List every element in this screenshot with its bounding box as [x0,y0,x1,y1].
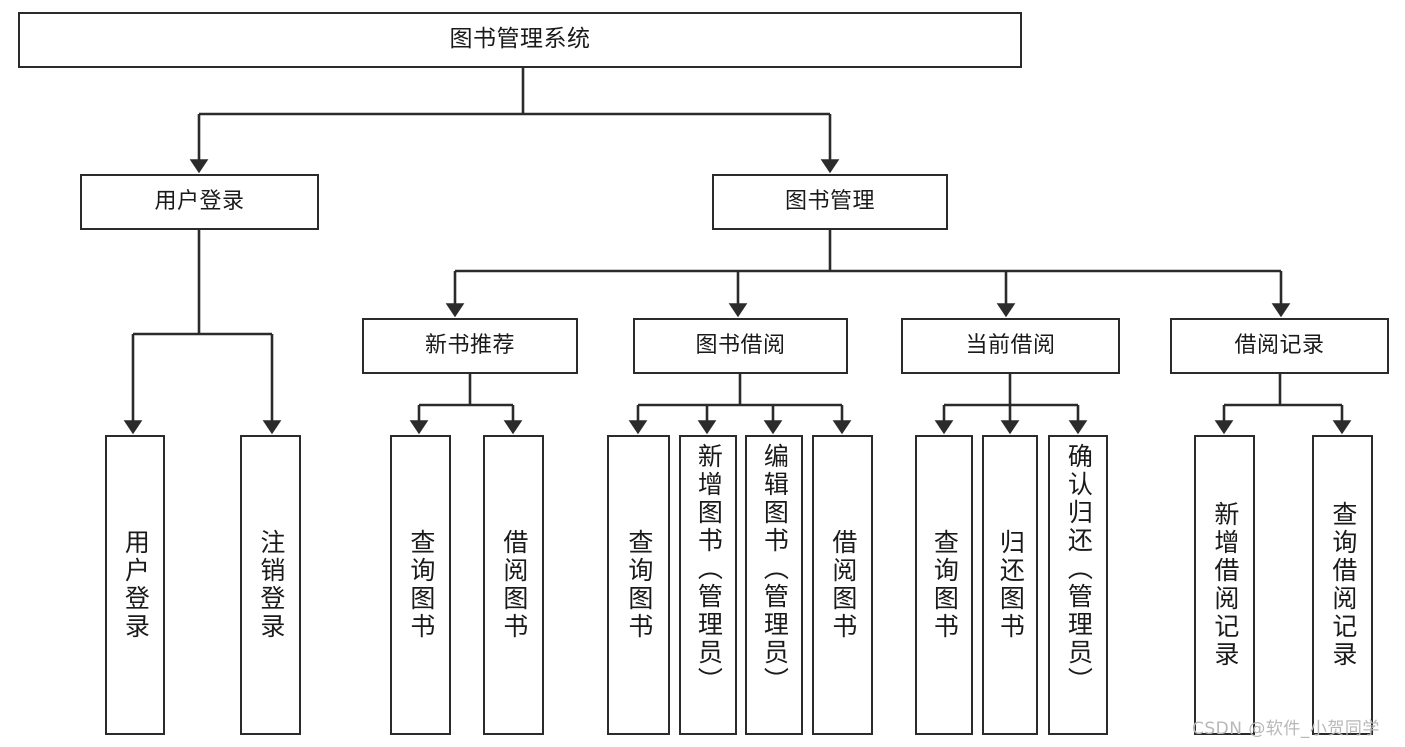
node-label: 借阅图书 [499,529,529,641]
node-label: 查询图书 [406,529,436,641]
leaf-node-query-books-current[interactable]: 查询图书 [915,435,973,735]
leaf-node-logout[interactable]: 注销登录 [240,435,301,735]
node-label: 查询借阅记录 [1328,501,1358,669]
leaf-node-return-books[interactable]: 归还图书 [982,435,1038,735]
node-label: 图书管理系统 [449,26,591,53]
leaf-node-query-books-recommendation[interactable]: 查询图书 [390,435,451,735]
node-label: 借阅图书 [828,529,858,641]
node-new-book-recommendation[interactable]: 新书推荐 [362,318,578,374]
node-label: 新增图书（管理员） [694,443,724,695]
node-book-management[interactable]: 图书管理 [712,174,948,230]
node-label: 查询图书 [930,529,960,641]
leaf-node-edit-book-admin[interactable]: 编辑图书（管理员） [745,435,803,735]
node-label: 确认归还（管理员） [1064,443,1094,695]
node-root-book-management-system[interactable]: 图书管理系统 [18,12,1022,68]
node-label: 用户登录 [154,189,245,215]
leaf-node-query-books-borrowing[interactable]: 查询图书 [607,435,670,735]
leaf-node-user-login[interactable]: 用户登录 [105,435,165,735]
node-borrowing-record[interactable]: 借阅记录 [1170,318,1389,374]
node-label: 新书推荐 [424,333,515,359]
node-label: 查询图书 [624,529,654,641]
node-label: 图书借阅 [695,333,786,359]
leaf-node-add-book-admin[interactable]: 新增图书（管理员） [679,435,737,735]
node-label: 新增借阅记录 [1210,501,1240,669]
node-label: 注销登录 [256,529,286,641]
leaf-node-borrow-books[interactable]: 借阅图书 [812,435,873,735]
node-label: 图书管理 [784,189,875,215]
node-label: 当前借阅 [965,333,1056,359]
node-current-borrowing[interactable]: 当前借阅 [901,318,1120,374]
node-label: 用户登录 [121,529,151,641]
node-book-borrowing[interactable]: 图书借阅 [633,318,848,374]
node-user-login[interactable]: 用户登录 [80,174,319,230]
leaf-node-confirm-return-admin[interactable]: 确认归还（管理员） [1048,435,1108,735]
node-label: 归还图书 [996,529,1026,641]
leaf-node-add-borrowing-record[interactable]: 新增借阅记录 [1194,435,1255,735]
watermark-text: CSDN @软件_小贺同学 [1192,719,1380,739]
node-label: 编辑图书（管理员） [760,443,790,695]
node-label: 借阅记录 [1234,333,1325,359]
leaf-node-query-borrowing-record[interactable]: 查询借阅记录 [1312,435,1373,735]
leaf-node-borrow-books-recommendation[interactable]: 借阅图书 [483,435,544,735]
